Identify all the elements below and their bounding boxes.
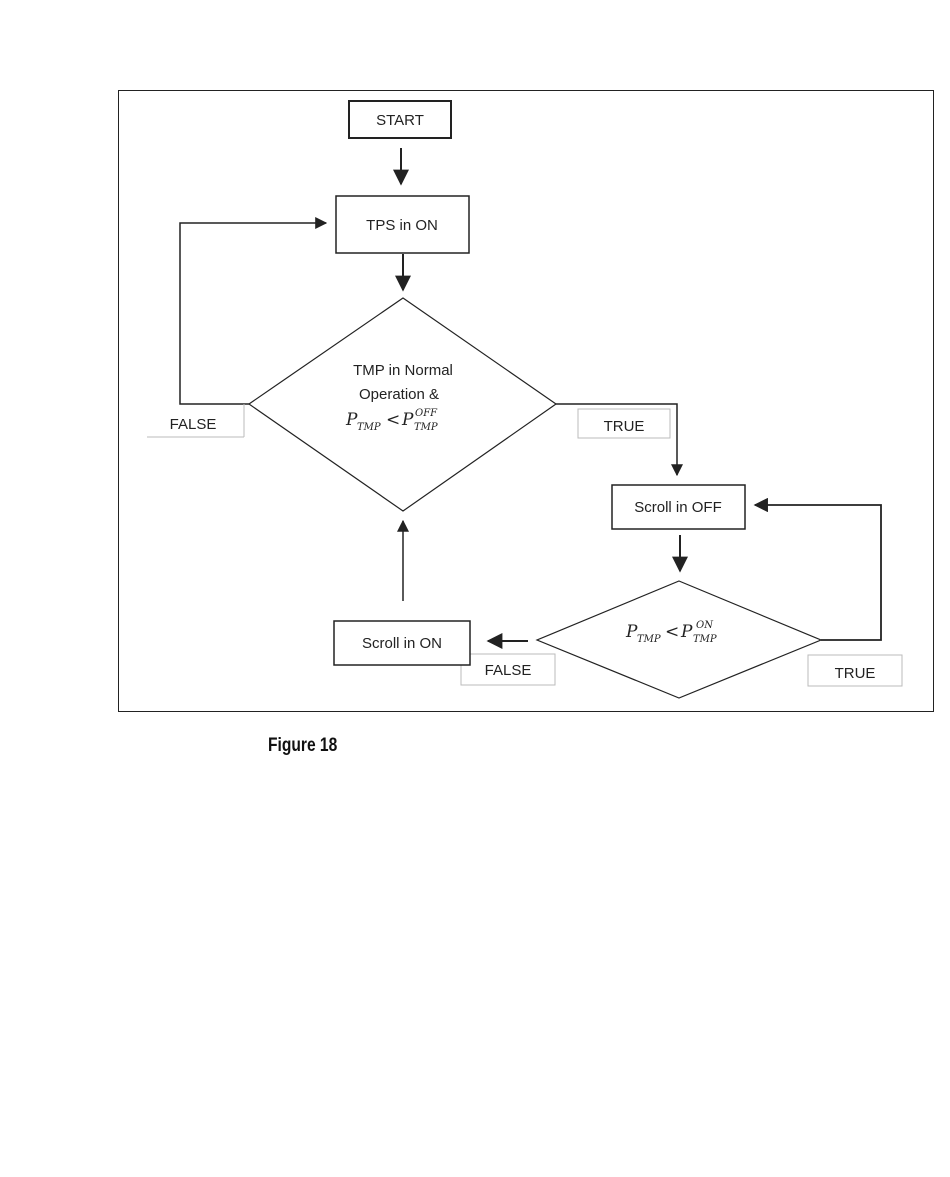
- start-label: START: [376, 112, 424, 129]
- svg-text:<: <: [665, 622, 679, 642]
- svg-text:ON: ON: [696, 620, 714, 631]
- decision1-node: TMP in Normal Operation & P TMP < P TMP …: [249, 298, 556, 511]
- figure-caption: Figure 18: [268, 735, 337, 757]
- scroll-on-label: Scroll in ON: [362, 635, 442, 652]
- decision2-true-label: TRUE: [835, 665, 876, 682]
- tps-on-label: TPS in ON: [366, 217, 438, 234]
- tps-on-node: TPS in ON: [336, 196, 469, 253]
- scroll-off-node: Scroll in OFF: [612, 485, 745, 529]
- decision1-true-label-box: TRUE: [578, 409, 670, 438]
- decision1-line1: TMP in Normal: [353, 362, 453, 379]
- edge-decision2-true: [755, 505, 881, 640]
- decision1-true-label: TRUE: [604, 418, 645, 435]
- decision2-node: P TMP < P TMP ON: [537, 581, 821, 698]
- decision2-false-label: FALSE: [485, 662, 532, 679]
- start-node: START: [349, 101, 451, 138]
- decision1-line2: Operation &: [359, 386, 439, 403]
- svg-text:TMP: TMP: [414, 422, 438, 433]
- decision2-true-label-box: TRUE: [808, 655, 902, 686]
- svg-text:TMP: TMP: [357, 422, 381, 433]
- svg-text:TMP: TMP: [693, 634, 717, 645]
- svg-text:TMP: TMP: [637, 634, 661, 645]
- decision2-false-label-box: FALSE: [461, 654, 555, 685]
- svg-text:<: <: [386, 410, 400, 430]
- scroll-off-label: Scroll in OFF: [634, 499, 722, 516]
- svg-text:OFF: OFF: [415, 408, 438, 419]
- decision1-false-label: FALSE: [170, 416, 217, 433]
- decision1-false-label-box: FALSE: [147, 404, 244, 437]
- scroll-on-node: Scroll in ON: [334, 621, 470, 665]
- svg-text:P: P: [680, 622, 693, 642]
- svg-text:P: P: [401, 410, 414, 430]
